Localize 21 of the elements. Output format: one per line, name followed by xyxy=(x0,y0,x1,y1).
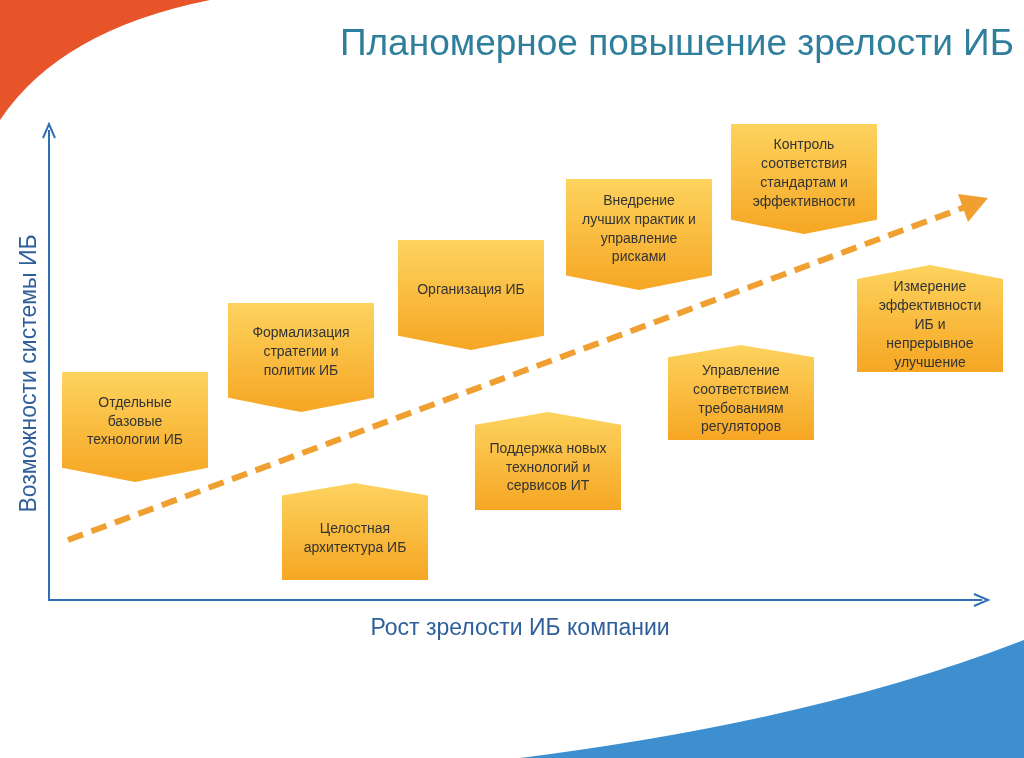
stage-text: Поддержка новых технологий и сервисов ИТ xyxy=(489,438,607,496)
stage-box xyxy=(566,179,712,290)
stage-box xyxy=(731,124,877,234)
stage-text: Целостная архитектура ИБ xyxy=(302,518,408,557)
stage-text: Внедрение лучших практик и управление рисками xyxy=(581,190,697,267)
stage-box xyxy=(668,345,814,440)
stage-text: Управление соответствием требованиям регуляторов xyxy=(692,360,790,437)
stage-box xyxy=(857,265,1003,372)
stage-text: Организация ИБ xyxy=(417,279,525,299)
stage-text: Измерение эффективности ИБ и непрерывное улучшение xyxy=(877,277,983,372)
stage-text: Отдельные базовые технологии ИБ xyxy=(86,392,184,450)
stage-box xyxy=(282,483,428,580)
axis-title: Возможности системы ИБ xyxy=(14,233,42,515)
stage-box xyxy=(475,412,621,510)
stage-box xyxy=(228,303,374,412)
stage-box xyxy=(398,240,544,350)
title: Планомерное повышение зрелости ИБ xyxy=(338,22,1014,64)
stage-box xyxy=(62,372,208,482)
axis-title: Рост зрелости ИБ компании xyxy=(369,614,671,641)
stage-text: Формализация стратегии и политик ИБ xyxy=(251,323,351,380)
stage-text: Контроль соответствия стандартам и эффективности xyxy=(751,135,857,211)
